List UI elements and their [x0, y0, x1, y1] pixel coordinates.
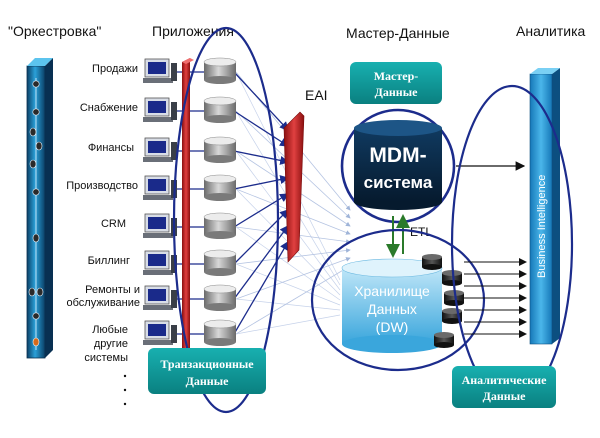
transactional-box-line2: Данные	[186, 374, 229, 388]
app-label-procurement: Снабжение	[80, 102, 138, 114]
dw-ellipse	[310, 228, 486, 372]
database-icon	[203, 57, 237, 84]
ellipsis-dots	[123, 374, 127, 406]
eai-connector	[233, 150, 290, 165]
data-mart-icon	[444, 290, 464, 306]
master-data-box-line1: Мастер-	[374, 69, 419, 83]
mdm-title-line2: система	[364, 173, 433, 192]
bi-label: Business Intelligence	[536, 175, 548, 278]
computer-icon	[143, 58, 177, 83]
computer-icon	[143, 97, 177, 122]
app-label-maintenance-2: обслуживание	[66, 297, 140, 309]
computer-icon	[143, 285, 177, 310]
orchestration-bar	[26, 58, 53, 359]
database-icon	[203, 284, 237, 311]
integration-line	[235, 248, 351, 265]
app-label-other-3: системы	[84, 352, 128, 364]
data-mart-icon	[434, 332, 454, 348]
database-icon	[203, 249, 237, 276]
dw-label-line3: (DW)	[376, 319, 409, 335]
computer-icon	[143, 250, 177, 275]
eai-connector	[233, 175, 290, 190]
application-labels: Продажи Снабжение Финансы Производство C…	[66, 63, 140, 406]
master-data-box-line2: Данные	[375, 85, 418, 99]
business-intelligence-bar: Business Intelligence	[529, 68, 560, 345]
eai-connector	[233, 224, 289, 300]
integration-line	[235, 314, 341, 335]
transactional-data-box: Транзакционные Данные	[148, 348, 266, 394]
analytical-box-line1: Аналитические	[462, 373, 548, 387]
transactional-box-line1: Транзакционные	[160, 357, 254, 371]
workflow-nodes-icon	[28, 78, 44, 350]
app-label-other-1: Любые	[92, 324, 128, 336]
integration-line	[235, 263, 341, 306]
app-label-billing: Биллинг	[88, 255, 130, 267]
eai-bus	[283, 111, 305, 263]
mdm-title-line1: MDM-	[369, 144, 426, 167]
header-orchestration: "Оркестровка"	[8, 23, 101, 39]
data-warehouse: Хранилище Данных (DW)	[341, 258, 443, 353]
eai-connector	[233, 71, 289, 131]
database-icon	[203, 212, 237, 239]
data-marts	[422, 254, 464, 348]
eai-label: EAI	[305, 87, 328, 103]
app-label-maintenance-1: Ремонты и	[85, 284, 140, 296]
app-label-finance: Финансы	[88, 142, 134, 154]
analytical-box-line2: Данные	[483, 389, 526, 403]
etl-arrows	[386, 214, 410, 258]
app-label-production: Производство	[66, 180, 138, 192]
dw-label-line2: Данных	[367, 301, 417, 317]
database-icon	[203, 174, 237, 201]
application-systems	[143, 57, 237, 346]
integration-line	[235, 265, 351, 335]
applications-ellipse	[172, 26, 280, 414]
analytical-data-box: Аналитические Данные	[452, 366, 556, 408]
mdm-system: MDM- система	[354, 120, 442, 210]
computer-icon	[143, 137, 177, 162]
transaction-bus	[182, 58, 194, 360]
header-master-data: Мастер-Данные	[346, 25, 450, 41]
integration-line	[235, 226, 341, 301]
dw-label-line1: Хранилище	[354, 283, 430, 299]
master-data-box: Мастер- Данные	[350, 62, 442, 104]
header-analytics: Аналитика	[516, 23, 586, 39]
integration-lines	[233, 71, 351, 335]
integration-line	[235, 257, 351, 300]
database-icon	[203, 96, 237, 123]
database-icon	[203, 319, 237, 346]
computer-icon	[143, 175, 177, 200]
eai-connector	[233, 110, 290, 147]
computer-icon	[143, 320, 177, 345]
data-mart-icon	[422, 254, 442, 270]
app-label-crm: CRM	[101, 218, 126, 230]
eai-connector	[233, 193, 290, 228]
eai-connector	[233, 240, 289, 335]
bi-arrows	[464, 258, 527, 338]
app-label-sales: Продажи	[92, 63, 138, 75]
computer-icon	[143, 213, 177, 238]
app-label-other-2: другие	[94, 338, 128, 350]
header-applications: Приложения	[152, 23, 234, 39]
database-icon	[203, 136, 237, 163]
